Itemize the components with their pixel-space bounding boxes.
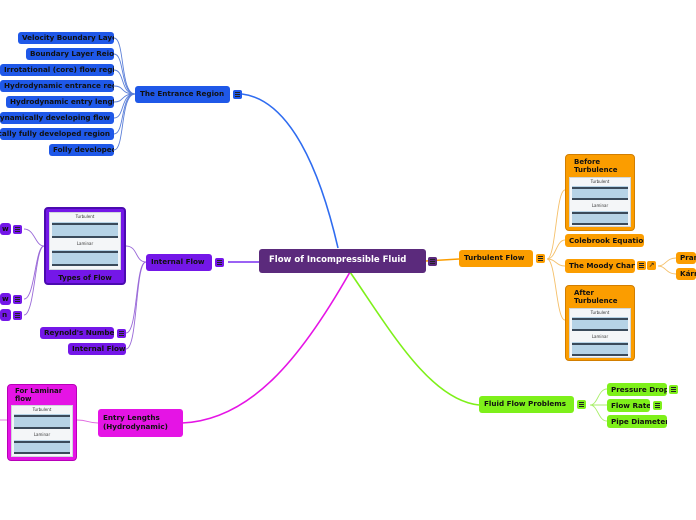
subtopic-partial[interactable]: w <box>0 223 11 235</box>
notes-icon[interactable] <box>428 257 437 266</box>
notes-icon[interactable] <box>13 225 22 234</box>
subtopic-prandtl[interactable]: Pran <box>676 252 696 264</box>
after-turbulence-card[interactable]: After Turbulence Turbulent Laminar <box>565 285 635 361</box>
topic-fluid-flow-problems[interactable]: Fluid Flow Problems <box>479 396 574 413</box>
subtopic-fully-developed-region[interactable]: Hydrodynamically fully developed region <box>0 128 114 140</box>
central-topic-label: Flow of Incompressible Fluid <box>269 255 407 265</box>
subtopic-label: Hydrodynamically developing flow <box>0 113 110 122</box>
subtopic-karman[interactable]: Kárm <box>676 268 696 280</box>
types-of-flow-card[interactable]: Turbulent Laminar Types of Flow <box>44 207 126 285</box>
topic-entrance-region-label: The Entrance Region <box>140 89 225 98</box>
subtopic-label: Irrotational (core) flow region <box>4 65 114 74</box>
subtopic-label: Boundary Layer Reion <box>30 49 114 58</box>
figure-caption: Turbulent <box>590 310 610 315</box>
card-title: For Laminar flow <box>15 387 63 404</box>
subtopic-pressure-drop[interactable]: Pressure Drop <box>607 383 667 396</box>
subtopic-hydrodynamic-entrance-region[interactable]: Hydrodynamic entrance region <box>0 80 114 92</box>
subtopic-label: Pressure Drop <box>611 385 667 394</box>
subtopic-developing-flow[interactable]: Hydrodynamically developing flow <box>0 112 114 124</box>
figure-caption: Laminar <box>591 334 609 339</box>
subtopic-label: Folly developed <box>53 145 114 154</box>
subtopic-label: Colebrook Equation <box>569 236 644 245</box>
topic-entry-lengths-label: Entry Lengths (Hydrodynamic) <box>103 413 168 431</box>
subtopic-label: The Moody Chart <box>569 261 635 270</box>
before-turbulence-card[interactable]: Before Turbulence Turbulent Laminar <box>565 154 635 231</box>
flow-diagram-image: Turbulent Laminar <box>569 308 631 358</box>
subtopic-partial[interactable]: n <box>0 309 11 321</box>
subtopic-label: Pipe Diameter <box>611 417 667 426</box>
card-title: Before Turbulence <box>574 158 618 175</box>
subtopic-reynolds-number[interactable]: Reynold's Number <box>40 327 114 339</box>
subtopic-label: w <box>2 224 9 233</box>
subtopic-label: Kárm <box>680 269 696 278</box>
notes-icon[interactable] <box>215 258 224 267</box>
notes-icon[interactable] <box>13 311 22 320</box>
card-title: After Turbulence <box>574 289 618 306</box>
notes-icon[interactable] <box>653 401 662 410</box>
figure-caption: Turbulent <box>75 214 95 219</box>
subtopic-velocity-boundary-layer[interactable]: Velocity Boundary Layer <box>18 32 114 44</box>
subtopic-pipe-diameter[interactable]: Pipe Diameter <box>607 415 667 428</box>
figure-caption: Laminar <box>591 203 609 208</box>
figure-caption: Laminar <box>33 432 51 437</box>
subtopic-label: Hydrodynamic entry length <box>10 97 114 106</box>
figure-caption: Laminar <box>76 241 94 246</box>
subtopic-label: Reynold's Number <box>44 328 114 337</box>
subtopic-label: Flow Rate <box>611 401 650 410</box>
subtopic-label: Internal Flow <box>72 344 126 353</box>
subtopic-internal-flow[interactable]: Internal Flow <box>68 343 126 355</box>
notes-icon[interactable] <box>669 385 678 394</box>
subtopic-irrotational-core-flow[interactable]: Irrotational (core) flow region <box>0 64 114 76</box>
flow-diagram-image: Turbulent Laminar <box>569 177 631 227</box>
subtopic-label: Velocity Boundary Layer <box>22 33 114 42</box>
subtopic-partial[interactable]: w <box>0 293 11 305</box>
subtopic-label: n <box>2 310 8 319</box>
subtopic-label: Hydrodynamically fully developed region <box>0 129 110 138</box>
subtopic-flow-rate[interactable]: Flow Rate <box>607 399 650 412</box>
subtopic-moody-chart[interactable]: The Moody Chart <box>565 259 635 273</box>
notes-icon[interactable] <box>637 261 646 270</box>
notes-icon[interactable] <box>577 400 586 409</box>
flow-diagram-image: Turbulent Laminar <box>49 212 121 270</box>
central-topic[interactable]: Flow of Incompressible Fluid <box>259 249 426 273</box>
subtopic-label: Hydrodynamic entrance region <box>4 81 114 90</box>
topic-fluid-flow-problems-label: Fluid Flow Problems <box>484 399 567 408</box>
topic-internal-flow[interactable]: Internal Flow <box>146 254 212 271</box>
figure-caption: Turbulent <box>32 407 52 412</box>
topic-turbulent-flow[interactable]: Turbulent Flow <box>459 250 533 267</box>
subtopic-label: w <box>2 294 9 303</box>
laminar-flow-card[interactable]: For Laminar flow Turbulent Laminar <box>7 384 77 461</box>
flow-diagram-image: Turbulent Laminar <box>11 405 73 457</box>
notes-icon[interactable] <box>117 329 126 338</box>
subtopic-boundary-layer-region[interactable]: Boundary Layer Reion <box>26 48 114 60</box>
notes-icon[interactable] <box>233 90 242 99</box>
topic-turbulent-flow-label: Turbulent Flow <box>464 253 525 262</box>
subtopic-fully-developed[interactable]: Folly developed <box>49 144 114 156</box>
topic-internal-flow-label: Internal Flow <box>151 257 205 266</box>
topic-entry-lengths[interactable]: Entry Lengths (Hydrodynamic) <box>98 409 183 437</box>
external-link-icon[interactable]: ↗ <box>647 261 656 270</box>
card-title: Types of Flow <box>58 274 112 282</box>
notes-icon[interactable] <box>13 295 22 304</box>
subtopic-colebrook-equation[interactable]: Colebrook Equation <box>565 234 644 247</box>
topic-entrance-region[interactable]: The Entrance Region <box>135 86 230 103</box>
subtopic-hydrodynamic-entry-length[interactable]: Hydrodynamic entry length <box>6 96 114 108</box>
figure-caption: Turbulent <box>590 179 610 184</box>
subtopic-label: Pran <box>680 253 696 262</box>
notes-icon[interactable] <box>536 254 545 263</box>
